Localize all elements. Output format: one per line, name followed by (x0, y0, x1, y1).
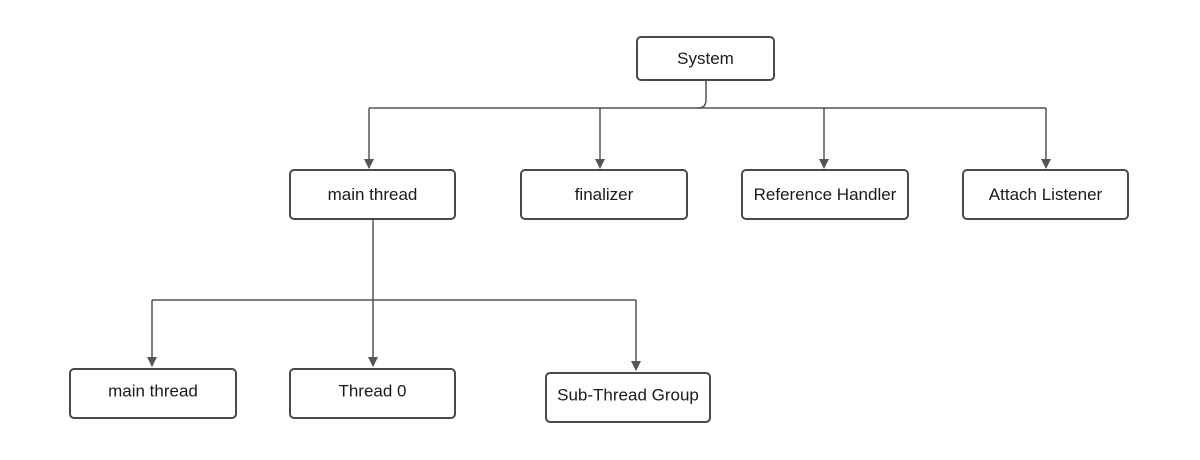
node-main-thread-child[interactable]: main thread (69, 368, 237, 419)
node-system-label: System (677, 49, 734, 68)
node-sub-thread-group[interactable]: Sub-Thread Group (545, 372, 711, 423)
system-connectors (364, 80, 1051, 169)
node-thread-0[interactable]: Thread 0 (289, 368, 456, 419)
edge-system-trunk (697, 80, 707, 109)
node-attach-listener[interactable]: Attach Listener (962, 169, 1129, 220)
node-main-thread[interactable]: main thread (289, 169, 456, 220)
main-thread-connectors (147, 220, 641, 371)
node-finalizer[interactable]: finalizer (520, 169, 688, 220)
node-system[interactable]: System (636, 36, 775, 81)
node-main-thread-label: main thread (328, 185, 418, 204)
node-thread-0-label: Thread 0 (338, 382, 406, 401)
node-reference-handler-label: Reference Handler (754, 185, 897, 204)
node-reference-handler[interactable]: Reference Handler (741, 169, 909, 220)
node-finalizer-label: finalizer (575, 185, 634, 204)
node-attach-listener-label: Attach Listener (989, 185, 1103, 204)
node-main-thread-child-label: main thread (108, 382, 198, 401)
node-sub-thread-group-label: Sub-Thread Group (557, 386, 699, 405)
